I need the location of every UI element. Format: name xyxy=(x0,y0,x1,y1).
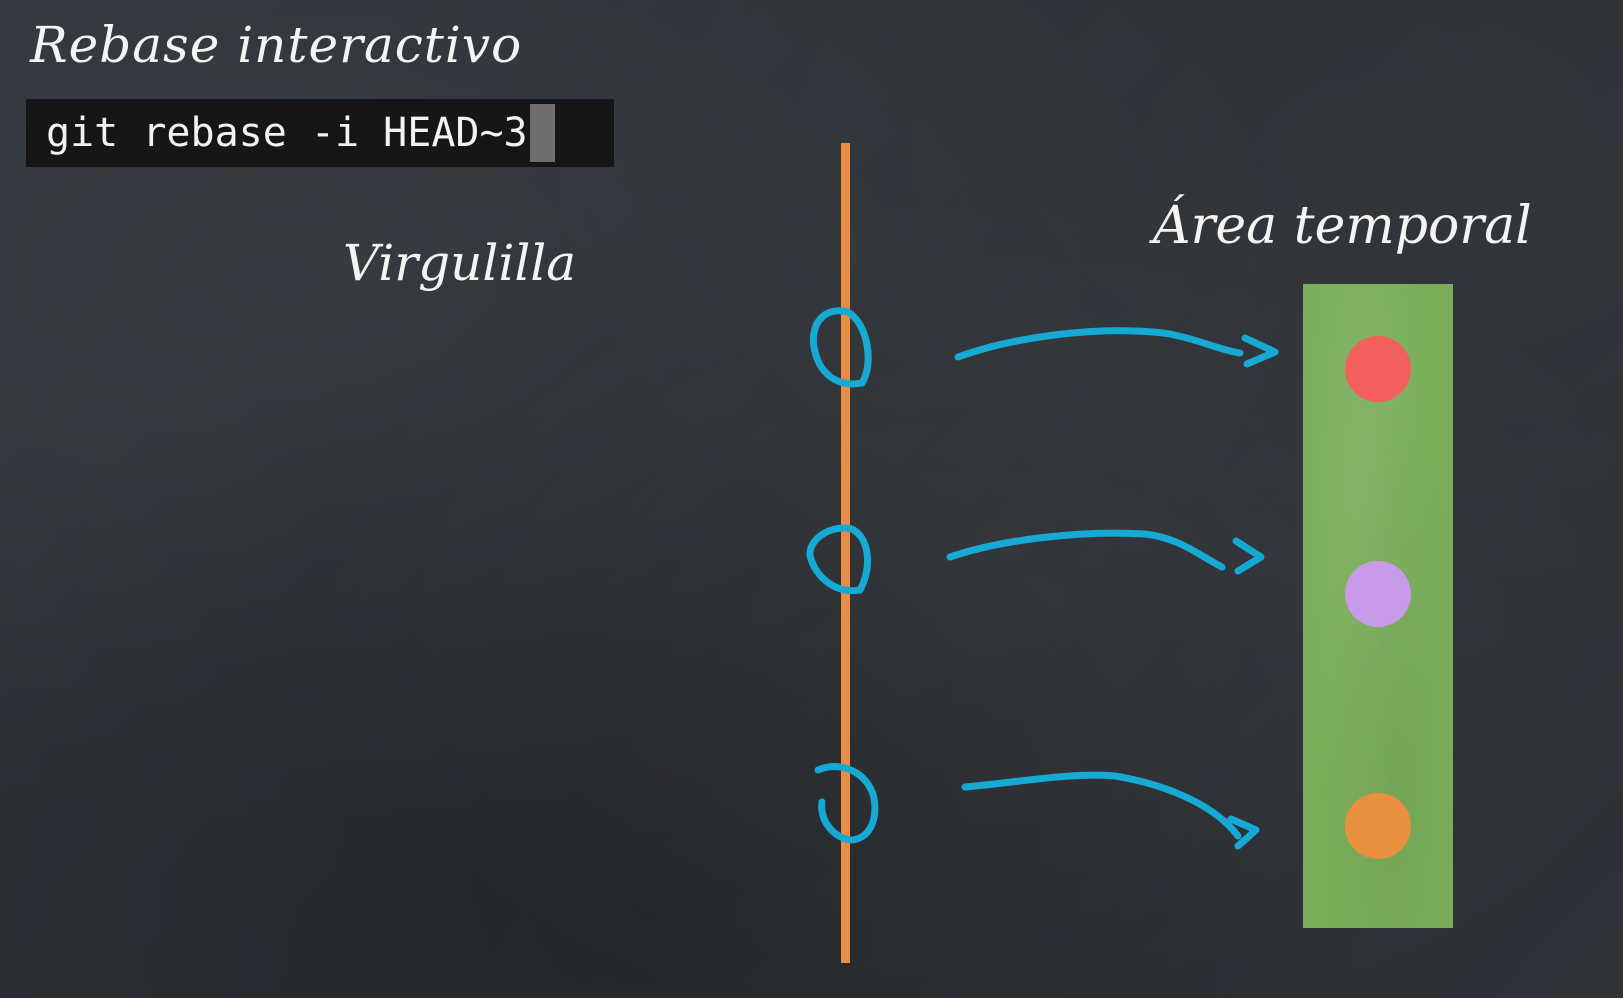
temporary-area-label: Área temporal xyxy=(1153,196,1532,256)
commit-purple xyxy=(1345,561,1411,627)
commit-1-arrow xyxy=(954,327,1244,361)
commit-red xyxy=(1345,336,1411,402)
commit-2-arrow xyxy=(946,529,1226,571)
commit-2-circle-mark xyxy=(806,524,872,595)
terminal-command-box: git rebase -i HEAD~3 xyxy=(26,99,614,167)
slide-title: Rebase interactivo xyxy=(30,16,523,74)
git-command: git rebase -i HEAD~3 xyxy=(46,110,528,156)
commit-2-arrowhead xyxy=(1232,537,1265,575)
commit-timeline xyxy=(841,143,850,963)
tilde-label: Virgulilla xyxy=(343,234,577,292)
commit-3-arrow xyxy=(961,771,1242,840)
commit-orange xyxy=(1345,793,1411,859)
commit-3-arrowhead xyxy=(1227,815,1260,850)
terminal-cursor xyxy=(529,104,555,162)
commit-1-arrowhead xyxy=(1241,334,1279,368)
